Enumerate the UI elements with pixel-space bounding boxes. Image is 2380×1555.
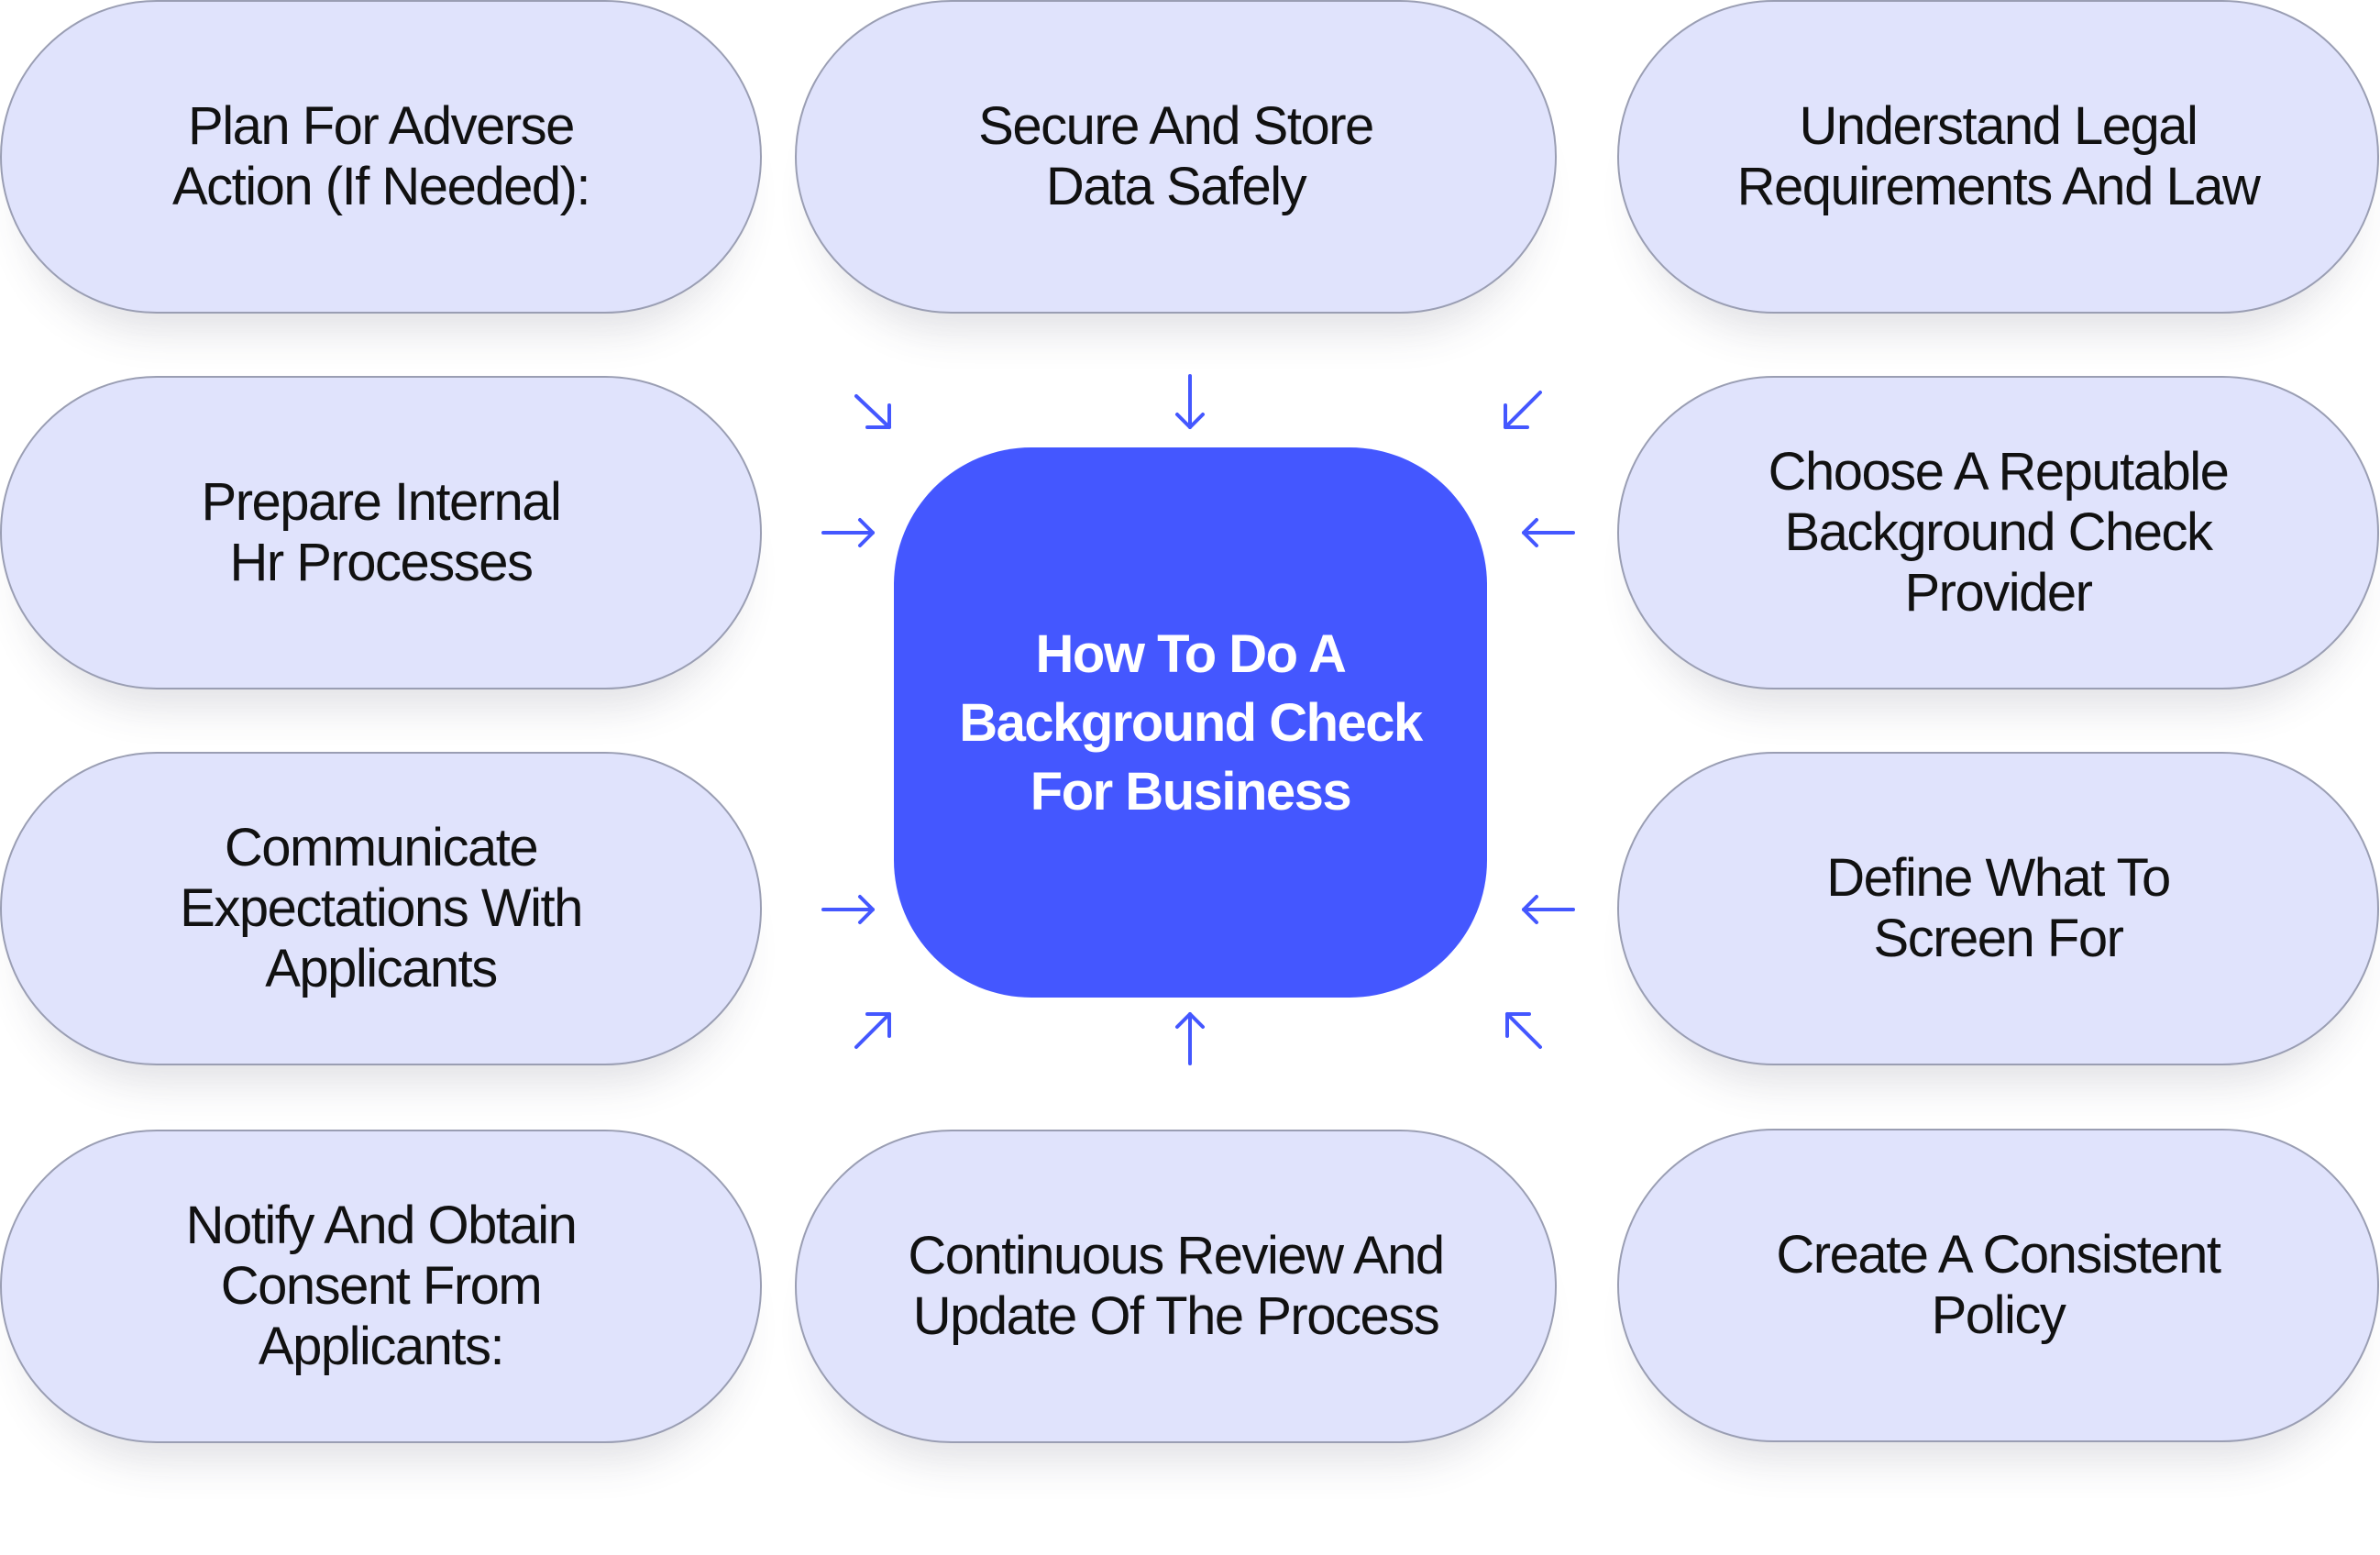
arrow-down-left-icon: [1504, 391, 1542, 429]
arrow-down-right-icon: [854, 394, 891, 429]
arrow-right-icon: [821, 518, 875, 547]
step-understand-legal: Understand Legal Requirements And Law: [1617, 0, 2379, 314]
central-hub: How To Do A Background Check For Busines…: [894, 447, 1487, 998]
step-label: Create A Consistent Policy: [1776, 1225, 2221, 1345]
arrow-left-icon: [1522, 518, 1575, 547]
arrow-up-icon: [1175, 1012, 1205, 1065]
step-label: Understand Legal Requirements And Law: [1736, 96, 2261, 216]
step-label: Define What To Screen For: [1826, 848, 2171, 968]
arrow-up-left-icon: [1505, 1012, 1542, 1049]
step-consistent-policy: Create A Consistent Policy: [1617, 1129, 2379, 1442]
step-choose-provider: Choose A Reputable Background Check Prov…: [1617, 376, 2379, 689]
step-continuous-review: Continuous Review And Update Of The Proc…: [795, 1130, 1557, 1443]
step-label: Plan For Adverse Action (If Needed):: [171, 96, 591, 216]
step-label: Notify And Obtain Consent From Applicant…: [185, 1196, 578, 1376]
arrow-left-icon: [1522, 895, 1575, 924]
arrow-up-right-icon: [854, 1012, 891, 1049]
step-label: Secure And Store Data Safely: [978, 96, 1374, 216]
step-communicate-expectations: Communicate Expectations With Applicants: [0, 752, 762, 1065]
step-label: Prepare Internal Hr Processes: [201, 472, 562, 592]
step-define-screening: Define What To Screen For: [1617, 752, 2379, 1065]
step-secure-store-data: Secure And Store Data Safely: [795, 0, 1557, 314]
hub-title: How To Do A Background Check For Busines…: [959, 623, 1423, 822]
arrow-right-icon: [821, 895, 875, 924]
step-label: Continuous Review And Update Of The Proc…: [908, 1226, 1445, 1346]
step-label: Communicate Expectations With Applicants: [180, 818, 583, 998]
step-prepare-hr: Prepare Internal Hr Processes: [0, 376, 762, 689]
step-plan-adverse-action: Plan For Adverse Action (If Needed):: [0, 0, 762, 314]
step-label: Choose A Reputable Background Check Prov…: [1768, 442, 2230, 623]
step-notify-consent: Notify And Obtain Consent From Applicant…: [0, 1130, 762, 1443]
arrow-down-icon: [1175, 374, 1205, 429]
